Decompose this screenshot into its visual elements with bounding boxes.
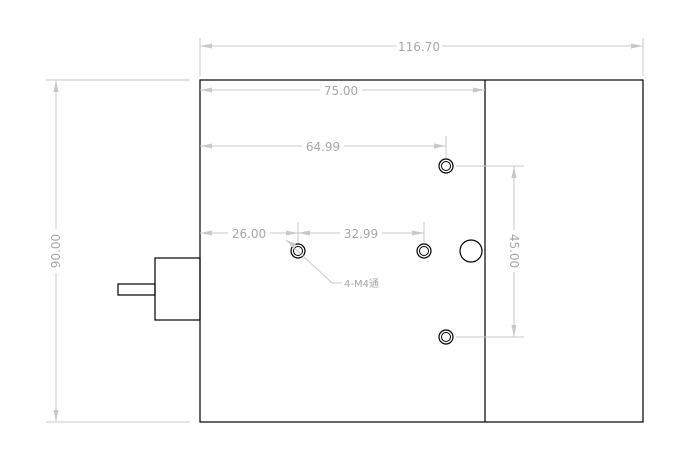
shaft-assembly [117,257,201,321]
dim-hole-spacing: 32.99 [298,222,425,243]
shaft [117,283,156,296]
dim-text-vertical-hole-spacing: 45.00 [507,234,521,268]
main-body [199,79,644,423]
center-bore [459,239,483,263]
hole-middle [416,243,432,259]
leader-thread-note: 4-M4通 [285,239,379,290]
dim-overall-width: 116.70 [199,38,644,76]
thread-note-text: 4-M4通 [344,278,379,290]
dim-text-overall-width: 116.70 [398,40,440,54]
dim-text-overall-height: 90.00 [49,234,63,268]
part-outline [199,79,644,423]
dim-text-first-hole-offset: 26.00 [232,227,266,241]
dim-first-hole-offset: 26.00 [200,222,299,243]
boss [154,257,201,321]
dim-top-hole-offset: 64.99 [200,136,447,158]
dim-overall-height: 90.00 [46,79,190,423]
hole-top [438,158,454,174]
dim-text-hole-spacing: 32.99 [344,227,378,241]
dim-text-top-hole-offset: 64.99 [306,140,340,154]
hole-bottom [438,329,454,345]
holes [290,158,483,345]
dim-body-width: 75.00 [200,83,485,98]
dim-vertical-hole-spacing: 45.00 [456,165,524,338]
dim-text-body-width: 75.00 [324,84,358,98]
